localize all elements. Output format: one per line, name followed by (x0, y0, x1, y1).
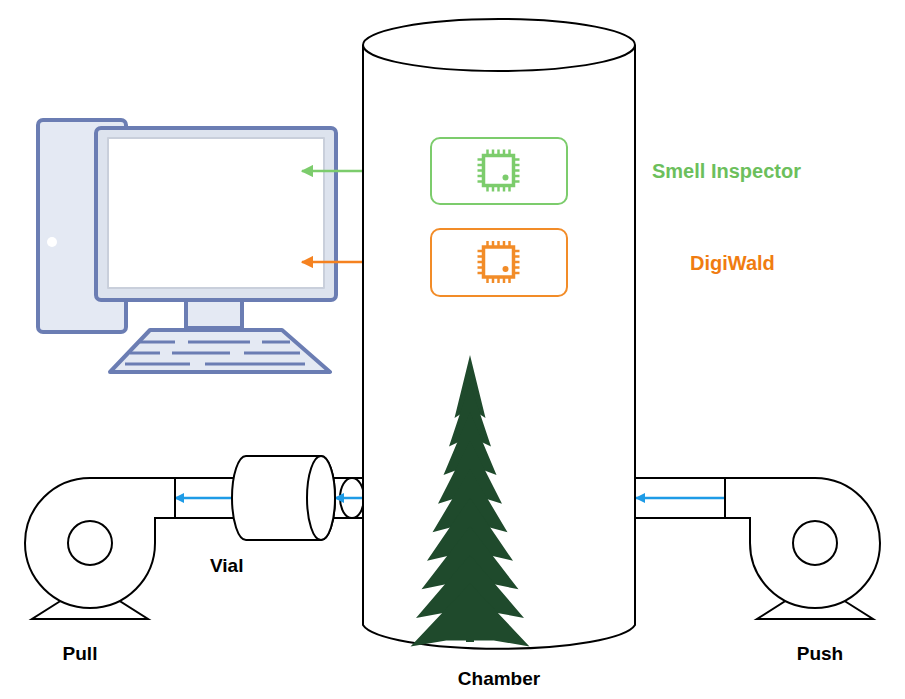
sensor-chip: DigiWald (430, 228, 568, 297)
vial-end (307, 456, 335, 540)
flow-arrow (335, 497, 362, 500)
fan-housing (725, 478, 880, 619)
chip-icon (478, 150, 520, 192)
pull-fan: Pull (0, 443, 175, 621)
flow-arrow (636, 497, 725, 500)
node-outline (0, 443, 175, 621)
monitor-screen (108, 138, 324, 288)
node-label: Push (740, 643, 900, 665)
chamber-cylinder: ChamberSmell InspectorDigiWald (362, 18, 636, 652)
sensor-chip: Smell Inspector (430, 137, 568, 205)
keyboard (110, 330, 330, 372)
cylinder-body (363, 45, 635, 649)
tree-illustration (411, 355, 530, 646)
node-label: Chamber (362, 668, 636, 690)
cylinder-top (363, 19, 635, 71)
node-label: Vial (210, 555, 243, 577)
node-label: DigiWald (690, 252, 775, 275)
monitor (96, 128, 336, 300)
vial-body (232, 456, 335, 540)
node-outline (232, 455, 335, 541)
node-outline (362, 18, 636, 652)
flow-arrow (175, 497, 232, 500)
node-label: Smell Inspector (652, 160, 801, 183)
vial-cylinder: Vial (232, 455, 335, 541)
node-outline (432, 139, 566, 203)
computer (38, 120, 336, 372)
push-fan: Push (725, 443, 905, 621)
chip-icon (478, 241, 520, 283)
node-outline (432, 230, 566, 295)
monitor-stand (186, 298, 242, 328)
node-outline (725, 443, 905, 621)
fan-housing (25, 478, 175, 619)
node-label: Pull (0, 643, 160, 665)
